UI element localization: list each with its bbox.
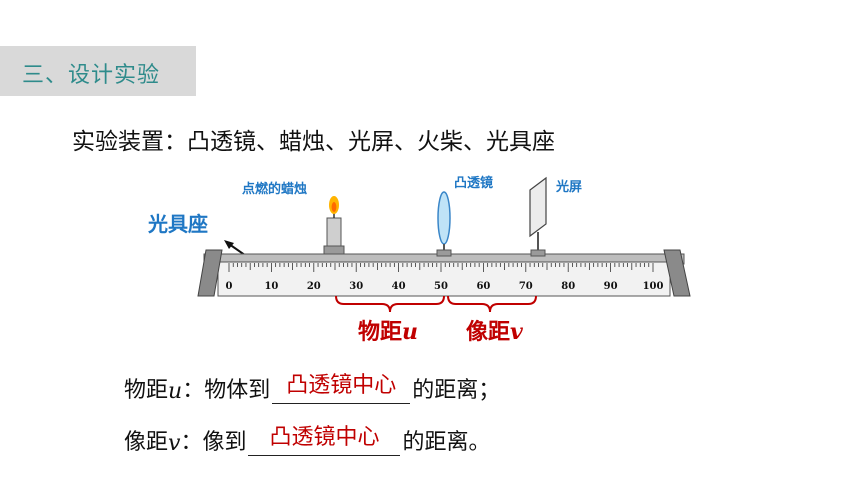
def-middle: ：像到 bbox=[180, 430, 247, 455]
def-middle: ：物体到 bbox=[182, 378, 271, 403]
ruler-tick-label: 60 bbox=[476, 281, 490, 292]
section-title: 三、设计实验 bbox=[22, 63, 161, 88]
answer-text: 凸透镜中心 bbox=[269, 425, 380, 450]
ruler-ticks bbox=[228, 263, 654, 272]
ruler-tick-label: 70 bbox=[519, 281, 533, 292]
ruler-tick-label: 50 bbox=[434, 281, 448, 292]
ruler-tick-label: 40 bbox=[392, 281, 406, 292]
convex-lens bbox=[436, 191, 452, 257]
bench-label: 光具座 bbox=[148, 212, 208, 236]
ruler bbox=[217, 261, 671, 297]
image-distance-prefix: 像距 bbox=[466, 320, 511, 345]
ruler-tick-label: 10 bbox=[264, 281, 278, 292]
object-distance-label: 物距u bbox=[358, 314, 418, 346]
answer-text: 凸透镜中心 bbox=[286, 373, 397, 398]
bench-right-foot bbox=[663, 249, 691, 297]
ruler-tick-labels: 0 10 20 30 40 50 60 70 80 90 100 bbox=[226, 281, 664, 292]
ruler-tick-label: 100 bbox=[643, 281, 664, 292]
image-distance-var: v bbox=[510, 319, 523, 345]
image-distance-label: 像距v bbox=[466, 314, 523, 346]
def-prefix: 物距 bbox=[124, 378, 169, 403]
candle bbox=[323, 196, 345, 255]
ruler-tick-label: 30 bbox=[349, 281, 363, 292]
image-distance-brace bbox=[447, 295, 537, 313]
def-var: v bbox=[168, 431, 181, 456]
ruler-tick-label: 0 bbox=[226, 281, 233, 292]
candle-label: 点燃的蜡烛 bbox=[242, 182, 308, 197]
object-distance-prefix: 物距 bbox=[358, 320, 403, 345]
def-suffix: 的距离； bbox=[412, 378, 501, 403]
light-screen bbox=[529, 176, 547, 257]
def-prefix: 像距 bbox=[124, 430, 169, 455]
def-var: u bbox=[168, 379, 183, 404]
answer-blank: 凸透镜中心 bbox=[272, 373, 411, 404]
ruler-tick-label: 80 bbox=[561, 281, 575, 292]
object-distance-var: u bbox=[402, 319, 419, 345]
ruler-tick-label: 20 bbox=[307, 281, 321, 292]
bench-left-foot bbox=[197, 249, 223, 297]
section-header: 三、设计实验 bbox=[0, 46, 196, 96]
answer-blank: 凸透镜中心 bbox=[248, 425, 401, 456]
def-suffix: 的距离。 bbox=[402, 430, 491, 455]
equipment-list: 实验装置：凸透镜、蜡烛、光屏、火柴、光具座 bbox=[72, 129, 555, 155]
ruler-tick-label: 90 bbox=[604, 281, 618, 292]
lens-label: 凸透镜 bbox=[454, 176, 494, 191]
screen-label: 光屏 bbox=[556, 180, 583, 195]
object-distance-brace bbox=[335, 295, 445, 313]
